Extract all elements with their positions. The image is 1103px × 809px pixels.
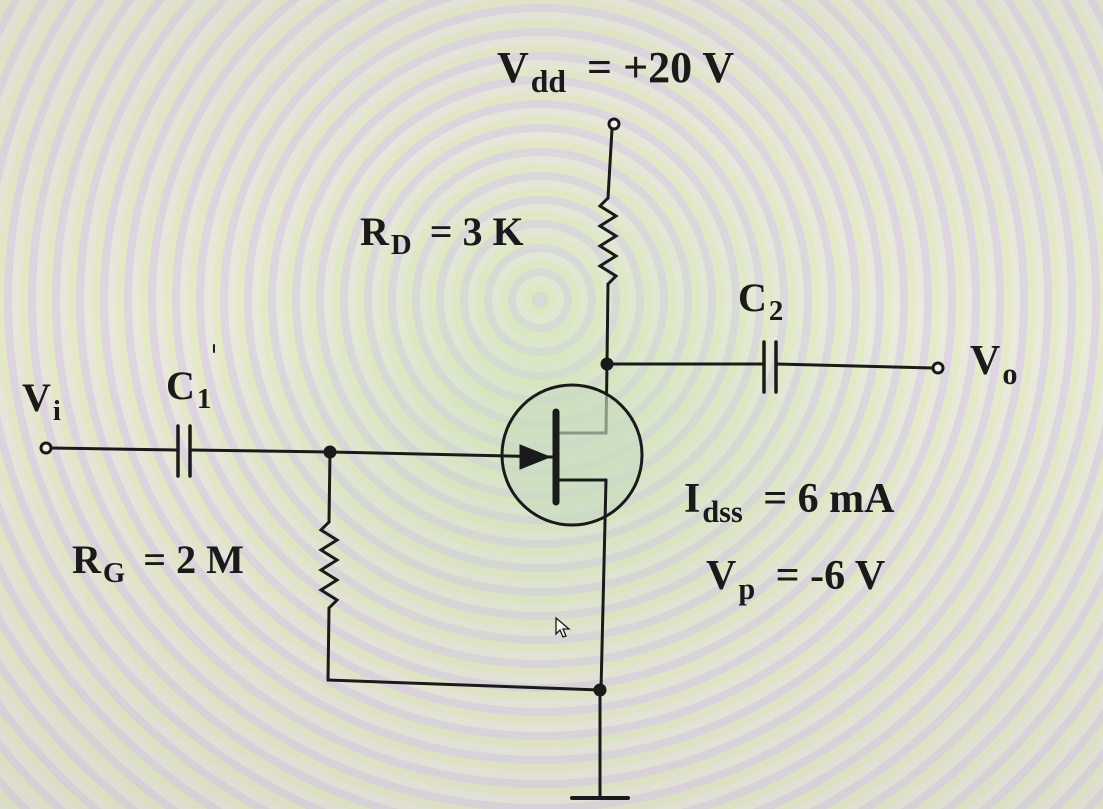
c2-symbol: C [738, 275, 767, 320]
vo-symbol: V [970, 338, 1001, 384]
vdd-terminal [607, 117, 621, 131]
wire-c2-to-vo [774, 362, 935, 370]
vp-value: = -6 V [775, 553, 886, 599]
wire-rd-to-drain-node [605, 282, 610, 366]
resistor-rg [318, 520, 340, 610]
vo-subscript: o [1002, 356, 1018, 391]
vdd-label: Vdd = +20 V [497, 43, 735, 98]
rg-subscript: G [102, 557, 126, 590]
rd-label: RD = 3 K [360, 209, 524, 260]
rg-symbol: R [72, 537, 101, 582]
resistor-rd [597, 196, 619, 286]
idss-symbol: I [684, 476, 701, 522]
wire-source-down [599, 478, 608, 692]
wire-vi-to-c1 [49, 446, 180, 452]
vp-subscript: p [738, 571, 756, 606]
jfet-gate-arrow [519, 444, 552, 470]
rg-label: RG = 2 M [72, 537, 244, 588]
wire-vdd-to-rd [606, 127, 614, 200]
rd-value: = 3 K [429, 209, 524, 254]
c1-subscript: 1 [196, 383, 212, 416]
vdd-symbol: V [497, 43, 529, 92]
rg-value: = 2 M [143, 537, 244, 582]
idss-label: Idss = 6 mA [684, 476, 895, 527]
vo-terminal [931, 361, 945, 375]
wire-bottom-return [326, 678, 602, 692]
c1-label: C1 [166, 363, 211, 414]
vi-label: Vi [22, 375, 61, 426]
vdd-subscript: dd [530, 64, 567, 100]
c2-subscript: 2 [768, 295, 784, 328]
vdd-value: = +20 V [587, 43, 735, 92]
c2-label: C2 [738, 275, 783, 326]
mouse-cursor-icon [555, 616, 571, 638]
wire-c1-to-gate-node [188, 448, 332, 454]
vo-label: Vo [970, 338, 1017, 389]
wire-rg-to-ground-line [326, 606, 331, 682]
vi-subscript: i [52, 395, 61, 428]
wire-gate-to-rg [327, 450, 332, 524]
idss-value: = 6 mA [763, 476, 895, 522]
c1-symbol: C [166, 363, 195, 408]
wire-gate [328, 450, 554, 459]
vp-symbol: V [706, 553, 737, 599]
idss-subscript: dss [702, 494, 743, 529]
rd-subscript: D [390, 229, 412, 262]
vi-symbol: V [22, 375, 51, 420]
vp-label: Vp = -6 V [706, 553, 886, 604]
rd-symbol: R [360, 209, 389, 254]
